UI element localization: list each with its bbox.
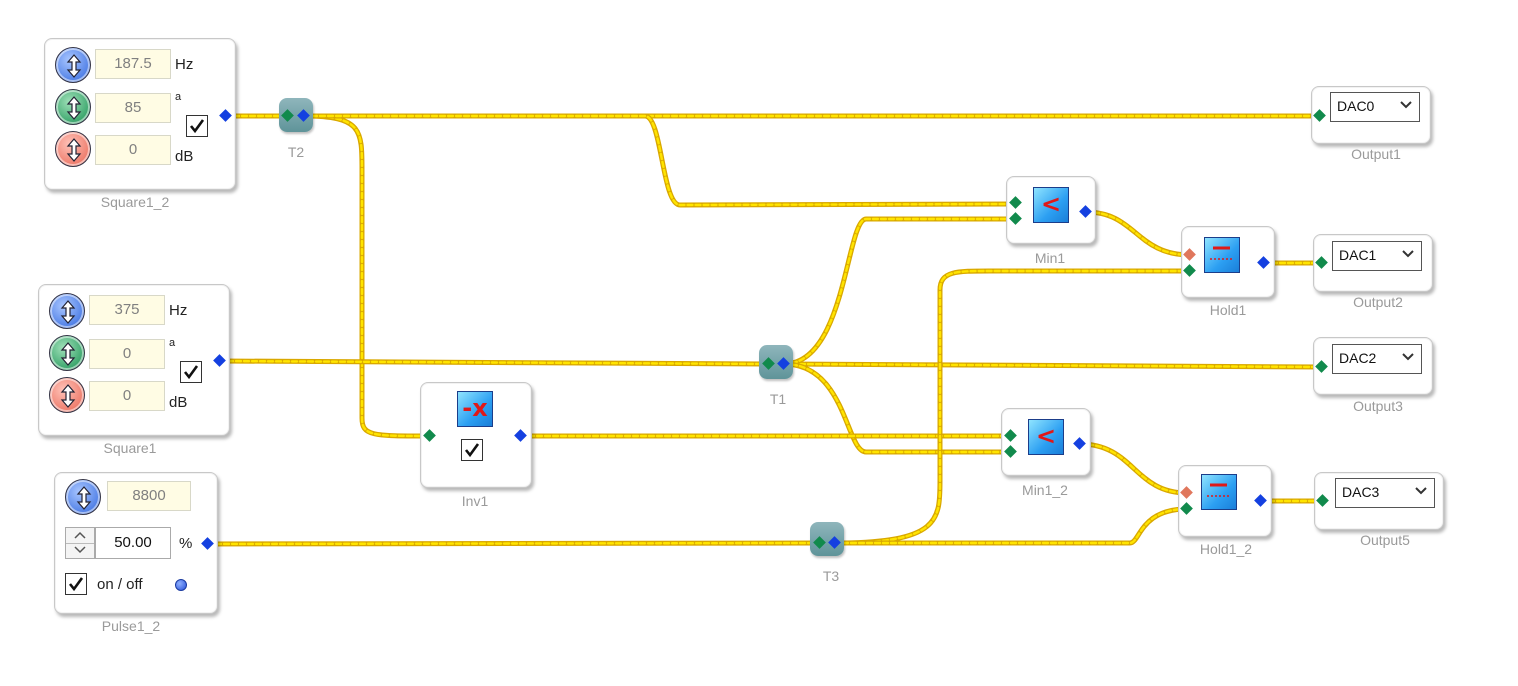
block-label: Min1 [1034, 250, 1066, 266]
wire-t3-to-hold1-highlight [833, 269, 1192, 545]
block-label: Hold1 [1209, 302, 1247, 318]
amplitude-field[interactable]: 0 [89, 339, 165, 369]
gain-field[interactable]: 0 [95, 135, 171, 165]
gain-unit: dB [175, 148, 194, 165]
wire-t1-to-output3-highlight [782, 362, 1324, 369]
min-icon: < [1028, 419, 1064, 455]
enable-checkbox[interactable] [461, 439, 483, 461]
inv1-block[interactable]: -x [420, 382, 532, 488]
stepper-up-button[interactable] [66, 528, 94, 544]
amplitude-knob-icon[interactable] [55, 89, 91, 125]
gain-unit: dB [169, 394, 188, 411]
channel-value: DAC0 [1337, 98, 1375, 114]
chevron-down-icon [1400, 101, 1412, 109]
wire-t2-to-min1[interactable] [301, 113, 1019, 208]
block-label: T3 [822, 568, 840, 584]
gain-knob-icon[interactable] [49, 377, 85, 413]
block-label: Output2 [1353, 294, 1403, 310]
sample-hold-icon [1204, 237, 1240, 273]
duty-stepper[interactable] [65, 527, 95, 559]
channel-select[interactable]: DAC0 [1330, 92, 1420, 122]
gain-field[interactable]: 0 [89, 381, 165, 411]
status-led [175, 579, 187, 591]
wire-t2-to-min1-highlight [302, 114, 1018, 207]
output3-block[interactable]: DAC2 [1313, 337, 1433, 395]
wire-t1-to-min1-highlight [782, 217, 1018, 366]
channel-select[interactable]: DAC2 [1332, 344, 1422, 374]
channel-select[interactable]: DAC3 [1335, 478, 1435, 508]
square1-2-block[interactable]: 187.5 Hz 85 a 0 dB [44, 38, 236, 190]
frequency-field[interactable]: 375 [89, 295, 165, 325]
wire-t3-to-hold1-2-highlight [833, 507, 1189, 545]
wire-t1-to-min1-2-highlight [782, 362, 1013, 454]
min-symbol: < [1040, 190, 1062, 218]
block-label: Output5 [1360, 532, 1410, 548]
stepper-down-button[interactable] [66, 543, 94, 558]
sample-hold-icon [1201, 474, 1237, 510]
output5-block[interactable]: DAC3 [1314, 472, 1444, 530]
channel-value: DAC1 [1339, 247, 1377, 263]
amplitude-knob-icon[interactable] [49, 335, 85, 371]
min-icon: < [1033, 187, 1069, 223]
block-label: T2 [287, 144, 305, 160]
frequency-unit: Hz [169, 302, 188, 319]
duty-unit: % [179, 535, 193, 552]
frequency-knob-icon[interactable] [65, 479, 101, 515]
block-label: T1 [769, 391, 787, 407]
wire-min1-to-hold1-highlight [1084, 210, 1192, 257]
frequency-field[interactable]: 8800 [107, 481, 191, 511]
gain-knob-icon[interactable] [55, 131, 91, 167]
block-label: Inv1 [461, 493, 489, 509]
invert-symbol: -x [462, 394, 488, 422]
enable-checkbox[interactable] [180, 361, 202, 383]
enable-checkbox[interactable] [186, 115, 208, 137]
channel-value: DAC2 [1339, 350, 1377, 366]
amplitude-unit: a [175, 91, 182, 103]
on-off-label: on / off [97, 576, 143, 593]
wire-t2-to-inv1-highlight [302, 114, 432, 438]
frequency-unit: Hz [175, 56, 194, 73]
wire-square1-to-t1-highlight [218, 359, 770, 366]
output1-block[interactable]: DAC0 [1311, 86, 1431, 144]
wire-t3-to-hold1[interactable] [832, 268, 1193, 546]
amplitude-field[interactable]: 85 [95, 93, 171, 123]
block-label: Pulse1_2 [101, 618, 161, 634]
block-label: Square1_2 [100, 194, 170, 210]
chevron-down-icon [1402, 250, 1414, 258]
min1-block[interactable]: < [1006, 176, 1096, 244]
min-symbol: < [1035, 422, 1057, 450]
block-label: Output1 [1351, 146, 1401, 162]
pulse1-2-block[interactable]: 8800 50.00 % on / off [54, 472, 218, 614]
channel-value: DAC3 [1342, 484, 1380, 500]
block-label: Min1_2 [1022, 482, 1068, 498]
block-label: Square1 [103, 440, 157, 456]
invert-icon: -x [457, 391, 493, 427]
chevron-down-icon [1415, 487, 1427, 495]
amplitude-unit: a [169, 337, 176, 349]
frequency-knob-icon[interactable] [49, 293, 85, 329]
square1-block[interactable]: 375 Hz 0 a 0 dB [38, 284, 230, 436]
on-off-checkbox[interactable] [65, 573, 87, 595]
channel-select[interactable]: DAC1 [1332, 241, 1422, 271]
block-label: Output3 [1353, 398, 1403, 414]
chevron-down-icon [1402, 353, 1414, 361]
frequency-field[interactable]: 187.5 [95, 49, 171, 79]
wire-pulse1-2-to-t3-highlight [206, 541, 822, 546]
wire-t2-to-inv1[interactable] [301, 113, 433, 439]
duty-field[interactable]: 50.00 [95, 527, 171, 559]
frequency-knob-icon[interactable] [55, 47, 91, 83]
block-label: Hold1_2 [1199, 541, 1253, 557]
output2-block[interactable]: DAC1 [1313, 234, 1433, 292]
wire-min1-2-to-hold1-2-highlight [1078, 442, 1189, 495]
